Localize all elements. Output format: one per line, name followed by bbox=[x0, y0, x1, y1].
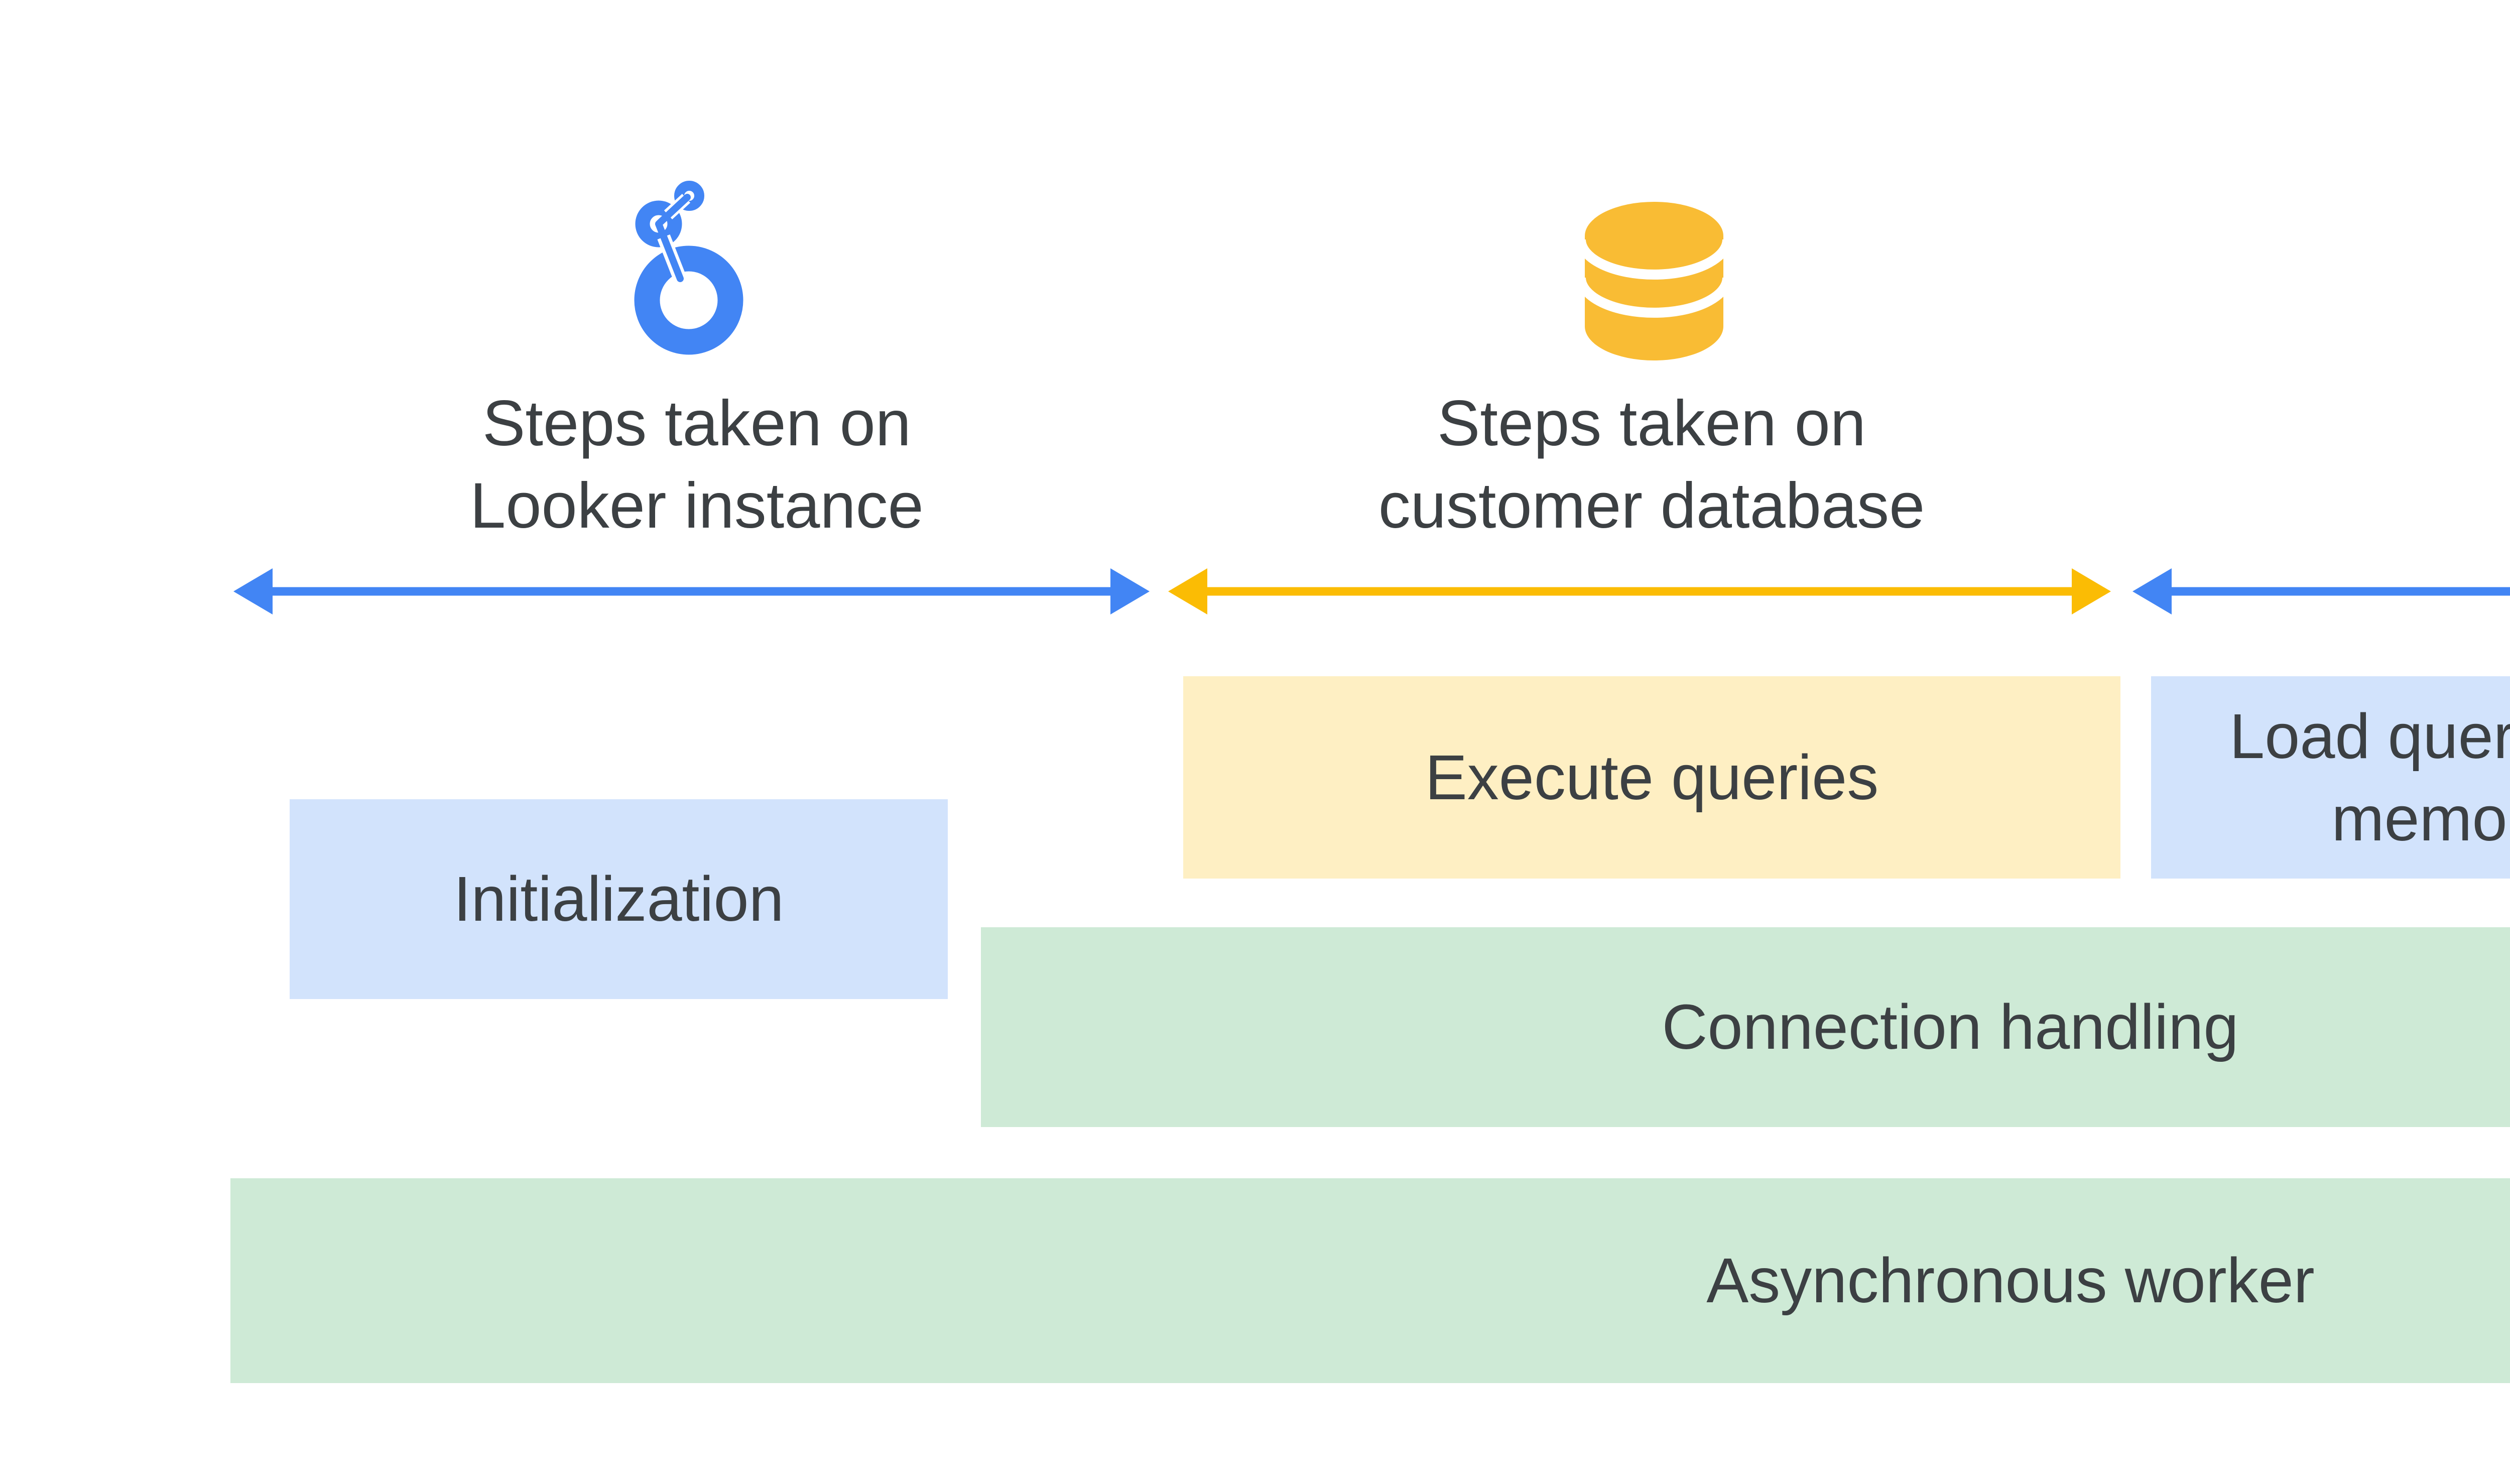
box-label: Execute queries bbox=[1425, 741, 1879, 813]
looker-logo-icon bbox=[631, 178, 746, 359]
double-arrow-looker-left bbox=[233, 568, 1150, 614]
database-icon bbox=[1584, 201, 1724, 361]
section-label-line2: customer database bbox=[1378, 470, 1925, 542]
box-connection-handling: Connection handling bbox=[981, 927, 2510, 1127]
box-initialization: Initialization bbox=[290, 799, 948, 999]
section-label-looker-left: Steps taken on Looker instance bbox=[345, 383, 1048, 547]
double-arrow-customer-database bbox=[1168, 568, 2111, 614]
section-label-line1: Steps taken on bbox=[482, 388, 911, 459]
box-load-queries-in-memory: Load queries in memory bbox=[2151, 676, 2510, 879]
box-label: Connection handling bbox=[1662, 992, 2239, 1062]
section-label-line1: Steps taken on bbox=[1437, 388, 1866, 459]
box-label: Asynchronous worker bbox=[1706, 1245, 2315, 1316]
double-arrow-looker-right bbox=[2132, 568, 2510, 614]
section-label-customer-database: Steps taken on customer database bbox=[1300, 383, 2003, 547]
box-label: Load queries in memory bbox=[2229, 700, 2510, 854]
section-label-line2: Looker instance bbox=[470, 470, 924, 542]
box-label: Initialization bbox=[453, 863, 784, 934]
box-execute-queries: Execute queries bbox=[1183, 676, 2120, 879]
box-asynchronous-worker: Asynchronous worker bbox=[230, 1178, 2510, 1383]
